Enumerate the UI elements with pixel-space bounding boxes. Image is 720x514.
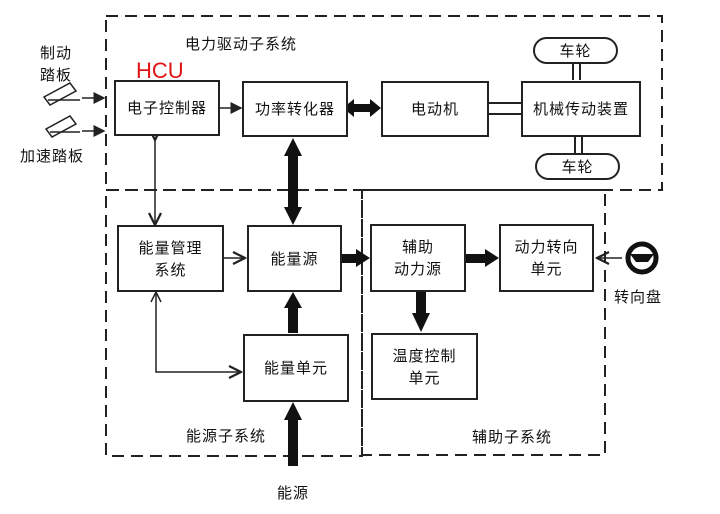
drive-subsystem-label: 电力驱动子系统 <box>185 35 298 53</box>
aux-to-temp-thick-arrow <box>412 291 430 332</box>
converter-motor-thick-arrow <box>343 99 381 117</box>
wheel-top-block[interactable]: 车轮 <box>533 37 618 64</box>
wheel-shafts <box>572 63 583 153</box>
energy-input-thick-arrow <box>284 402 302 466</box>
motor-transmission-shaft <box>488 102 521 115</box>
converter-energy-thick-arrow <box>284 138 302 225</box>
steering-wheel-label: 转向盘 <box>614 288 663 306</box>
electronic-controller-block[interactable]: 电子控制器 <box>114 80 220 136</box>
energy-unit-block[interactable]: 能量单元 <box>243 334 349 402</box>
energy-source-block[interactable]: 能量源 <box>247 225 342 292</box>
accel-pedal-label: 加速踏板 <box>20 147 85 165</box>
energy-management-block[interactable]: 能量管理 系统 <box>117 225 224 292</box>
energy-subsystem-label: 能源子系统 <box>186 427 267 445</box>
steering-wheel-icon <box>625 241 659 275</box>
auxiliary-subsystem-border <box>361 189 606 456</box>
power-converter-block[interactable]: 功率转化器 <box>242 81 348 137</box>
aux-to-steering-thick-arrow <box>465 249 499 267</box>
unit-to-source-thick-arrow <box>284 292 302 333</box>
hcu-label: HCU <box>136 58 184 83</box>
power-steering-unit-block[interactable]: 动力转向 单元 <box>499 224 594 292</box>
motor-block[interactable]: 电动机 <box>381 81 489 137</box>
accel-pedal-icon <box>44 115 80 138</box>
temperature-control-unit-block[interactable]: 温度控制 单元 <box>371 333 478 400</box>
drive-subsystem-border <box>105 15 663 191</box>
brake-pedal-label: 制动 踏板 <box>40 44 73 84</box>
brake-pedal-icon <box>42 82 80 106</box>
energy-input-label: 能源 <box>277 484 310 502</box>
source-to-aux-thick-arrow <box>342 249 370 267</box>
mechanical-transmission-block[interactable]: 机械传动装置 <box>521 81 641 137</box>
wheel-bottom-block[interactable]: 车轮 <box>535 153 620 180</box>
ems-energy-unit-line <box>155 293 241 372</box>
auxiliary-subsystem-label: 辅助子系统 <box>472 428 553 446</box>
aux-power-source-block[interactable]: 辅助 动力源 <box>370 224 466 292</box>
